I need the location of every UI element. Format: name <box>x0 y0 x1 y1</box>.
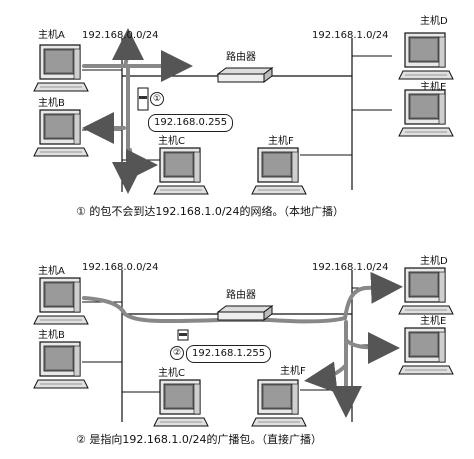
host-d-label: 主机D <box>420 16 448 27</box>
host-c-label: 主机C <box>158 136 185 147</box>
right-network-label-2: 192.168.1.0/24 <box>312 262 389 273</box>
host-c-computer-2 <box>153 379 209 427</box>
host-f-computer-2 <box>251 379 307 427</box>
host-b-computer-2 <box>33 341 89 389</box>
panel-1 <box>33 28 454 195</box>
broadcast-arrows-1 <box>82 28 193 194</box>
host-d-label-2: 主机D <box>420 256 448 267</box>
host-e-computer <box>398 89 454 137</box>
right-network-label: 192.168.1.0/24 <box>312 30 389 41</box>
host-a-label-2: 主机A <box>38 266 65 277</box>
host-e-computer-2 <box>398 327 454 375</box>
router-1 <box>217 67 273 83</box>
host-a-computer <box>33 44 89 92</box>
host-d-computer-2 <box>398 267 454 315</box>
left-network-label-2: 192.168.0.0/24 <box>82 262 159 273</box>
caption-2: ② 是指向192.168.1.0/24的广播包。（直接广播） <box>76 433 323 446</box>
host-b-computer <box>33 109 89 157</box>
router-label-2: 路由器 <box>226 290 256 301</box>
broadcast-arrows-2 <box>82 271 403 418</box>
broadcast-address-label-2: 192.168.1.255 <box>186 345 272 363</box>
host-f-label: 主机F <box>268 136 294 147</box>
marker-1: ① <box>150 92 164 106</box>
host-e-label: 主机E <box>420 82 447 93</box>
host-f-label-2: 主机F <box>280 366 306 377</box>
host-f-computer <box>251 147 307 195</box>
broadcast-address-label: 192.168.0.255 <box>148 114 234 132</box>
host-c-label-2: 主机C <box>158 368 185 379</box>
host-e-label-2: 主机E <box>420 316 447 327</box>
host-b-label: 主机B <box>38 98 65 109</box>
host-b-label-2: 主机B <box>38 330 65 341</box>
panel-2 <box>33 267 454 427</box>
host-a-label: 主机A <box>38 30 65 41</box>
router-2 <box>217 305 273 321</box>
caption-1: ① 的包不会到达192.168.1.0/24的网络。（本地广播） <box>76 205 345 218</box>
host-d-computer <box>398 32 454 80</box>
host-c-computer <box>153 147 209 195</box>
marker-2: ② <box>170 346 184 360</box>
left-network-label: 192.168.0.0/24 <box>82 30 159 41</box>
router-label: 路由器 <box>226 52 256 63</box>
host-a-computer-2 <box>33 277 89 325</box>
